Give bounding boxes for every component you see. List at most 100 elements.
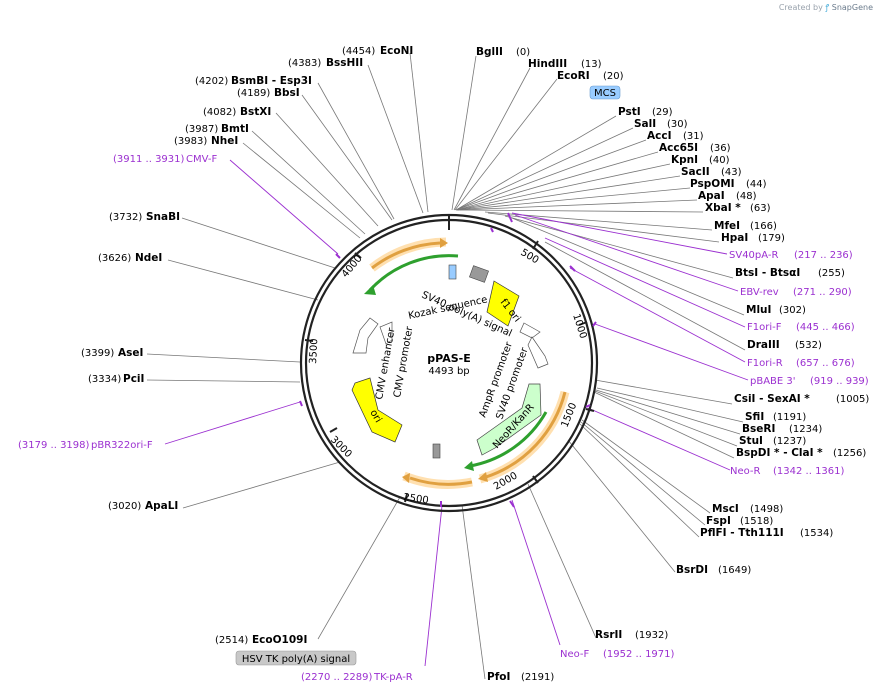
site-name: StuI: [739, 435, 763, 447]
ori-shape: [351, 377, 403, 443]
site-pos: (166): [750, 221, 777, 232]
primer-name: F1ori-R: [747, 358, 783, 369]
site-name: MfeI: [714, 220, 740, 232]
site-pos: (36): [710, 143, 731, 154]
primer-pos: (3179 .. 3198): [18, 440, 90, 451]
tick-1000: 1000: [570, 313, 588, 341]
site-name: Acc65I: [659, 142, 698, 154]
site-pos: (1234): [789, 424, 822, 435]
site-pos: (1005): [836, 394, 869, 405]
site-pos: (4202): [195, 76, 228, 87]
orange-gene-top-arrow-icon: [440, 238, 448, 248]
mcs-marker: [448, 264, 457, 280]
site-name: PciI: [123, 373, 144, 385]
site-name: BsmBI - Esp3I: [231, 75, 312, 87]
primer-name: SV40pA-R: [729, 250, 778, 261]
site-pos: (1191): [773, 412, 806, 423]
site-pos: (1237): [773, 436, 806, 447]
site-pos: (2191): [521, 672, 554, 683]
cmv-enhancer-shape: [352, 317, 379, 354]
green-gene-top-arrow-icon: [364, 285, 376, 295]
primer-pos: (2270 .. 2289): [301, 672, 373, 683]
site-name: BglII: [476, 46, 503, 58]
site-name: SacII: [681, 166, 710, 178]
credit-prefix: Created by: [778, 3, 823, 12]
site-name: DraIII: [747, 339, 780, 351]
site-pos: (1498): [750, 504, 783, 515]
site-pos: (1932): [635, 630, 668, 641]
snapgene-credit: Created by ꝭ SnapGene: [779, 2, 873, 13]
site-name: KpnI: [671, 154, 698, 166]
site-name: HindIII: [528, 58, 567, 70]
site-name: PspOMI: [690, 178, 735, 190]
site-pos: (3732): [109, 212, 142, 223]
site-pos: (63): [750, 203, 771, 214]
primer-name: Neo-R: [730, 466, 761, 477]
site-name: BsrDI: [676, 564, 708, 576]
cmv-promoter-shape: [379, 321, 393, 345]
site-name: SfiI: [745, 411, 764, 423]
orange-gene-right: [485, 391, 567, 479]
site-pos: (1518): [740, 516, 773, 527]
promoter-small-shape: [519, 322, 541, 339]
site-pos: (4189): [237, 88, 270, 99]
site-pos: (1256): [833, 448, 866, 459]
hsv-badge: [235, 650, 357, 666]
site-pos: (2514): [215, 635, 248, 646]
ampr-promoter-shape: [527, 336, 549, 369]
site-name: EcoO109I: [252, 634, 307, 646]
site-name: EcoRI: [557, 70, 590, 82]
site-name: PfoI: [487, 671, 510, 683]
site-pos: (255): [818, 268, 845, 279]
mcs-label: MCS: [594, 88, 616, 99]
site-pos: (1649): [718, 565, 751, 576]
site-pos: (3020): [108, 501, 141, 512]
site-pos: (3987): [185, 124, 218, 135]
primer-pos: (1342 .. 1361): [773, 466, 845, 477]
site-pos: (532): [795, 340, 822, 351]
orange-gene-bottom-arrow-icon: [402, 473, 410, 483]
backbone-outer: [299, 213, 599, 513]
tick-2500: 2500: [403, 492, 430, 506]
green-gene-right: [469, 411, 548, 468]
site-name: MscI: [712, 503, 739, 515]
primer-labels: SV40pA-R (217 .. 236) EBV-rev (271 .. 29…: [18, 154, 869, 683]
site-name: BmtI: [221, 123, 249, 135]
site-name: BssHII: [326, 57, 363, 69]
sv40-polya-marker: [469, 265, 489, 283]
primer-marks: [299, 212, 597, 508]
primer-pos: (3911 .. 3931): [113, 154, 185, 165]
site-name: PflFI - Tth111I: [700, 527, 784, 539]
site-pos: (302): [779, 305, 806, 316]
orange-gene-bottom: [409, 476, 473, 486]
site-name: BspDI * - ClaI *: [736, 447, 823, 459]
site-pos: (31): [683, 131, 704, 142]
site-pos: (20): [603, 71, 624, 82]
site-pos: (13): [581, 59, 602, 70]
site-name: NdeI: [135, 252, 162, 264]
site-labels: BglII (0) HindIII (13) EcoRI (20) PstI (…: [81, 45, 869, 683]
site-name: BseRI: [742, 423, 775, 435]
site-pos: (48): [736, 191, 757, 202]
primer-name: pBABE 3': [750, 376, 796, 387]
site-name: ApaI: [698, 190, 725, 202]
site-name: MluI: [746, 304, 771, 316]
site-name: PstI: [618, 106, 641, 118]
green-gene-right-arrow-icon: [464, 461, 474, 471]
plasmid-name: pPAS-E: [427, 352, 470, 365]
site-pos: (4454): [342, 46, 375, 57]
site-pos: (29): [652, 107, 673, 118]
hsv-label: HSV TK poly(A) signal: [242, 654, 350, 665]
site-name: NheI: [211, 135, 238, 147]
site-name: ApaLI: [145, 500, 178, 512]
primer-name: pBR322ori-F: [91, 440, 153, 451]
site-pos: (3334): [88, 374, 121, 385]
site-pos: (4383): [288, 58, 321, 69]
backbone-ticks: [304, 216, 595, 503]
site-pos: (3626): [98, 253, 131, 264]
site-name: AseI: [118, 347, 143, 359]
primer-pos: (919 .. 939): [810, 376, 869, 387]
f1ori-shape: [486, 280, 520, 327]
site-name: BstXI: [240, 106, 271, 118]
primer-name: EBV-rev: [740, 287, 779, 298]
